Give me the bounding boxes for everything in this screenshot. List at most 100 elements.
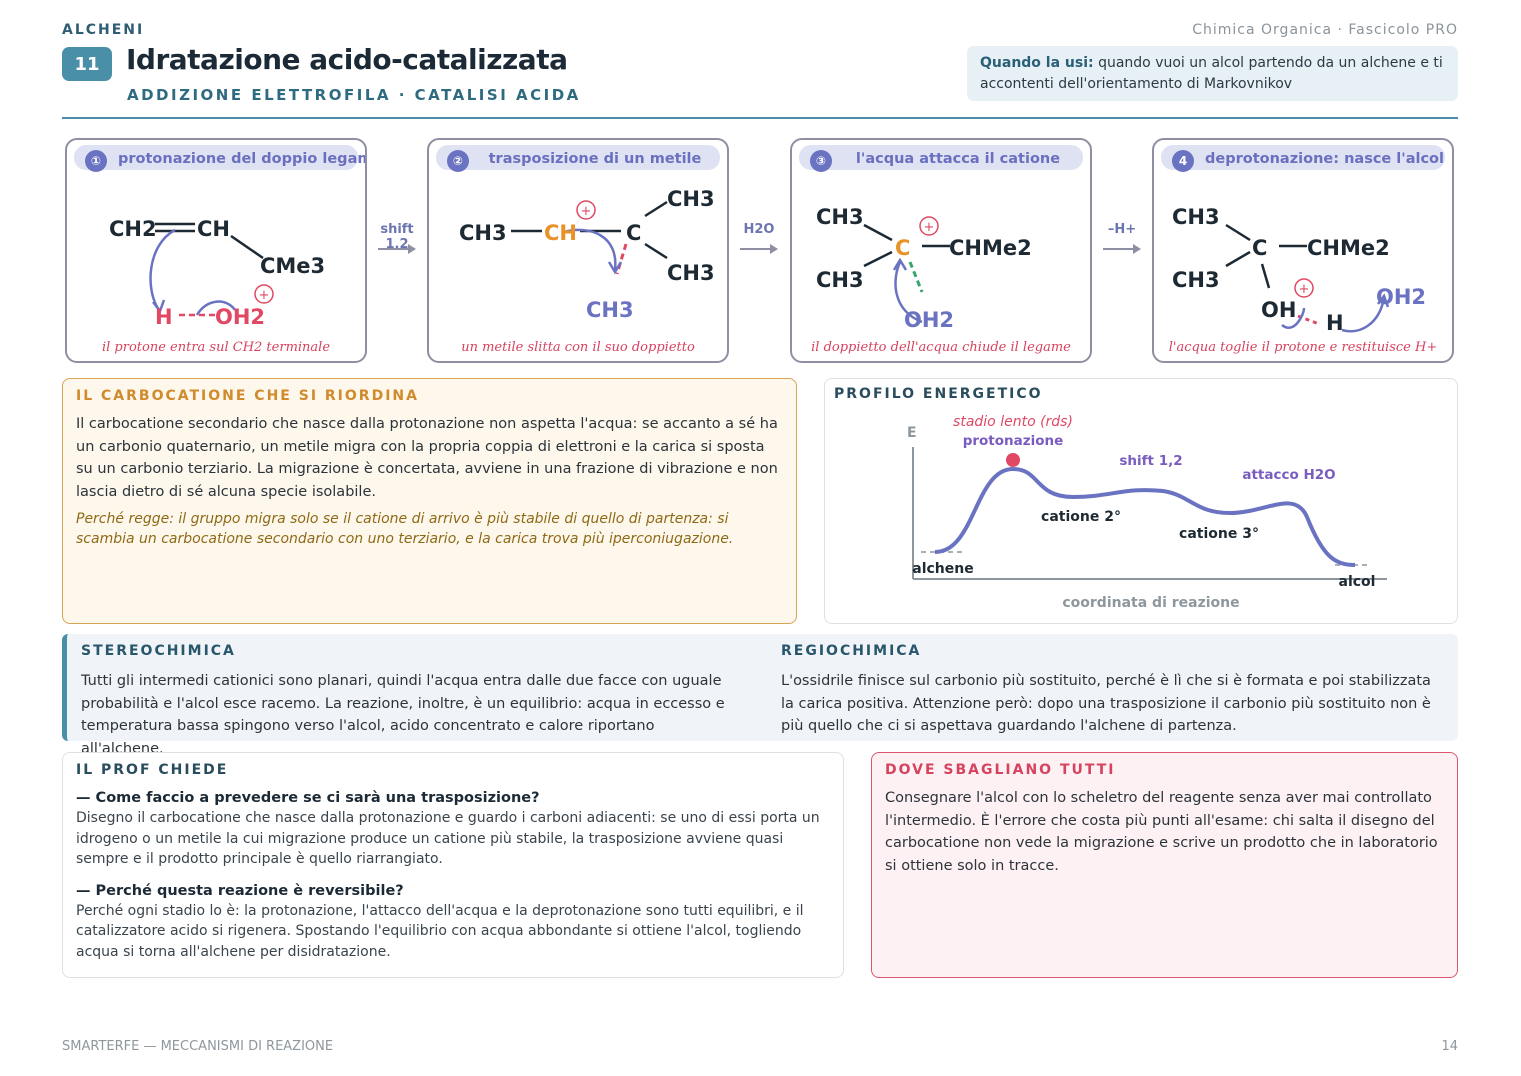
mechanism-step-1: ① protonazione del doppio legame + CH2 C… (65, 138, 367, 363)
usage-label: Quando la usi: (980, 55, 1094, 71)
mechanism-step-3: ③ l'acqua attacca il catione + CH3 CH3 C… (790, 138, 1092, 363)
step-number-icon: ③ (810, 150, 832, 172)
atom-chme2: CHMe2 (1307, 236, 1390, 260)
atom-oh2: OH2 (1376, 285, 1426, 309)
atom-oh2: OH2 (215, 305, 265, 329)
atom-c-quaternary: C (626, 221, 641, 245)
atom-chme2: CHMe2 (949, 236, 1032, 260)
atom-ch3-top: CH3 (1172, 205, 1220, 229)
stereo-regio-band: STEREOCHIMICA Tutti gli intermedi cation… (62, 634, 1458, 757)
atom-ch3-left: CH3 (459, 221, 507, 245)
common-mistakes-card: DOVE SBAGLIANO TUTTI Consegnare l'alcol … (871, 752, 1458, 978)
atom-ch3-right: CH3 (667, 261, 715, 285)
prof-answer: Perché ogni stadio lo è: la protonazione… (76, 902, 804, 960)
step-caption: un metile slitta con il suo doppietto (461, 340, 695, 355)
arrow-right-icon (378, 244, 416, 254)
atom-h: H (155, 305, 173, 329)
energy-heading: PROFILO ENERGETICO (834, 386, 1043, 402)
arrow-label-deprotonation: –H+ (1107, 222, 1137, 237)
step-caption: l'acqua toglie il protone e restituisce … (1168, 340, 1438, 355)
charge-plus: + (1299, 282, 1310, 297)
well-label-secondary-cation: catione 2° (1041, 509, 1121, 525)
atom-oh: OH (1261, 298, 1296, 322)
step-caption: il doppietto dell'acqua chiude il legame (811, 340, 1071, 355)
atom-ch3-top: CH3 (667, 187, 715, 211)
step-header: ② trasposizione di un metile (436, 145, 720, 172)
peak-label-shift: shift 1,2 (1119, 453, 1182, 469)
carbocation-why: Perché regge: il gruppo migra solo se il… (76, 511, 734, 547)
prof-question: — Perché questa reazione è reversibile? (76, 882, 404, 899)
atom-ch: CH (197, 217, 230, 241)
header-divider (62, 117, 1458, 119)
stereo-heading: STEREOCHIMICA (81, 643, 236, 659)
step-2-structure: + CH3 CH C CH3 CH3 CH3 (459, 187, 715, 322)
stereo-text: Tutti gli intermedi cationici sono plana… (81, 673, 725, 757)
regio-text: L'ossidrile finisce sul carbonio più sos… (781, 673, 1431, 734)
energy-profile-card: PROFILO ENERGETICO E coordinata di reazi… (824, 378, 1458, 624)
prof-asks-card: IL PROF CHIEDE — Come faccio a prevedere… (62, 752, 844, 978)
step-header: ③ l'acqua attacca il catione (799, 145, 1083, 172)
regio-section: REGIOCHIMICA L'ossidrile finisce sul car… (781, 643, 1441, 738)
charge-plus: + (581, 204, 592, 219)
regio-heading: REGIOCHIMICA (781, 643, 922, 659)
step-header: ① protonazione del doppio legame (74, 145, 367, 172)
chapter-number-badge: 11 (62, 47, 112, 81)
atom-c: C (1252, 236, 1267, 260)
carbocation-text: Il carbocatione secondario che nasce dal… (76, 416, 778, 500)
mistakes-text: Consegnare l'alcol con lo scheletro del … (885, 790, 1438, 874)
atom-ch3-bottom: CH3 (1172, 268, 1220, 292)
atom-oh2: OH2 (904, 308, 954, 332)
energy-diagram: E coordinata di reazione stadio lento (r… (907, 414, 1387, 611)
charge-plus: + (924, 220, 935, 235)
x-axis-label: coordinata di reazione (1062, 595, 1239, 611)
atom-h: H (1326, 311, 1344, 335)
step-3-structure: + CH3 CH3 C CHMe2 OH2 (816, 205, 1032, 332)
peak-label-protonation: protonazione (963, 433, 1064, 449)
rds-marker (1006, 453, 1020, 467)
prof-heading: IL PROF CHIEDE (76, 762, 229, 778)
step-title: deprotonazione: nasce l'alcol (1205, 151, 1444, 167)
page-subtitle: ADDIZIONE ELETTROFILA · CATALISI ACIDA (127, 86, 581, 104)
page-title: Idratazione acido-catalizzata (126, 43, 568, 76)
arrow-right-icon (740, 244, 778, 254)
step-header: 4 deprotonazione: nasce l'alcol (1161, 145, 1445, 172)
mechanism-step-2: ② trasposizione di un metile + CH3 CH C … (427, 138, 729, 363)
well-label-alkene: alchene (912, 561, 973, 577)
y-axis-label: E (907, 425, 917, 441)
carbocation-card: IL CARBOCATIONE CHE SI RIORDINA Il carbo… (62, 378, 797, 624)
arrow-label-water: H2O (743, 222, 775, 237)
series-label: Chimica Organica · Fascicolo PRO (1192, 22, 1458, 38)
step-caption: il protone entra sul CH2 terminale (101, 340, 331, 355)
step-title: protonazione del doppio legame (118, 151, 367, 167)
peak-label-water: attacco H2O (1242, 467, 1335, 483)
energy-curve (934, 466, 1356, 567)
stereo-section: STEREOCHIMICA Tutti gli intermedi cation… (81, 643, 741, 760)
atom-ch2: CH2 (109, 217, 157, 241)
step-number-icon: ② (447, 150, 469, 172)
mechanism-step-4: 4 deprotonazione: nasce l'alcol + CH3 CH… (1152, 138, 1454, 363)
well-label-alcohol: alcol (1339, 574, 1376, 590)
usage-text: quando vuoi un alcol partendo da un alch… (980, 55, 1443, 92)
atom-cme3: CMe3 (260, 254, 325, 278)
prof-answer: Disegno il carbocatione che nasce dalla … (76, 810, 820, 867)
step-number-icon: 4 (1172, 150, 1194, 172)
well-label-tertiary-cation: catione 3° (1179, 526, 1259, 542)
atom-ch3-top: CH3 (816, 205, 864, 229)
step-1-structure: + CH2 CH CMe3 H OH2 (109, 217, 325, 329)
step-4-structure: + CH3 CH3 C CHMe2 OH H OH2 (1172, 205, 1426, 335)
footer-title: SMARTERFE — MECCANISMI DI REAZIONE (62, 1039, 334, 1054)
step-number-icon: ① (85, 150, 107, 172)
step-title: l'acqua attacca il catione (855, 151, 1061, 167)
carbocation-heading: IL CARBOCATIONE CHE SI RIORDINA (76, 388, 419, 404)
atom-ch-cation: CH (544, 221, 577, 245)
mistakes-heading: DOVE SBAGLIANO TUTTI (885, 762, 1116, 778)
prof-question: — Come faccio a prevedere se ci sarà una… (76, 790, 540, 806)
atom-ch3-bottom: CH3 (816, 268, 864, 292)
atom-ch3-migrating: CH3 (586, 298, 634, 322)
step-title: trasposizione di un metile (488, 151, 702, 167)
section-kicker: ALCHENI (62, 22, 145, 38)
usage-note: Quando la usi: quando vuoi un alcol part… (967, 46, 1458, 101)
charge-plus: + (259, 288, 270, 303)
rds-note: stadio lento (rds) (953, 414, 1073, 430)
page-number: 14 (1441, 1039, 1458, 1054)
